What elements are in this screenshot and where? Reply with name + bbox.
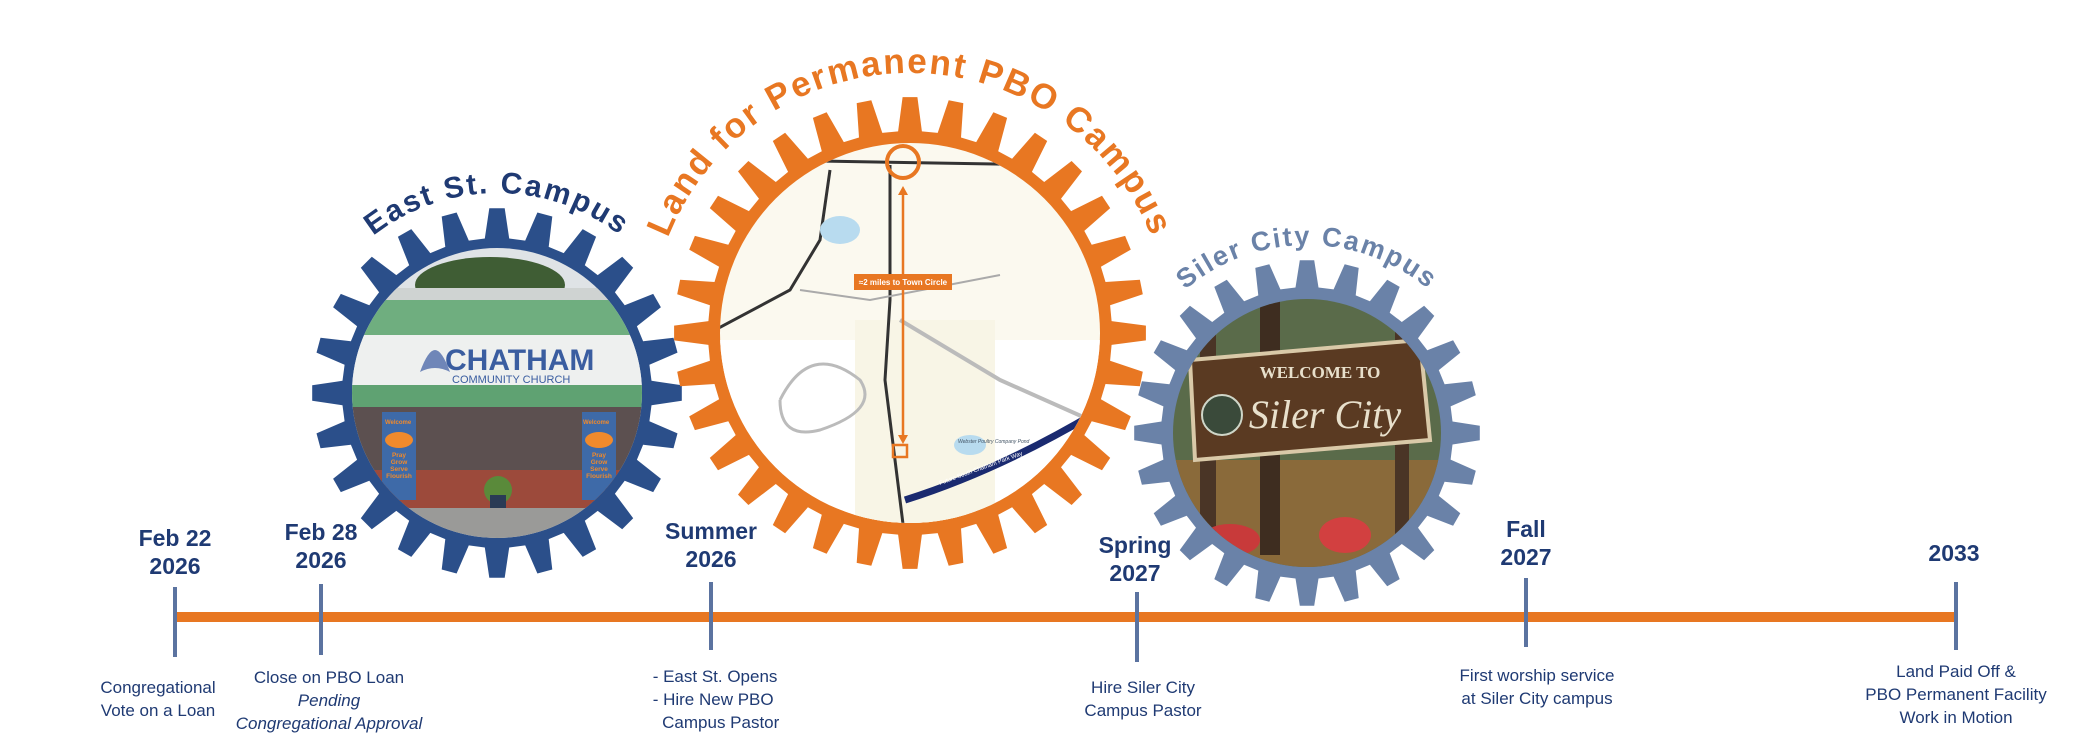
milestone-date-2033: 2033 <box>1928 539 1979 567</box>
desc-line: Congregational <box>100 678 216 697</box>
date-line: Feb 22 <box>138 525 212 551</box>
desc-line: Vote on a Loan <box>100 701 216 720</box>
banner-words-left: Pray Grow Serve Flourish <box>386 452 412 480</box>
date-line: 2027 <box>1109 560 1161 586</box>
pond-label: Webster Poultry Company Pond <box>958 439 1030 445</box>
desc-line: Campus Pastor <box>652 713 780 732</box>
siler-city-photo: WELCOME TO Siler City <box>1173 299 1441 567</box>
note-line: Pending <box>297 691 361 710</box>
date-line: 2033 <box>1928 540 1980 566</box>
timeline-ticks <box>173 578 1958 662</box>
land-campus-gear: Webster Poultry Company Pond Future Sout… <box>639 42 1179 569</box>
desc-line: PBO Permanent Facility <box>1865 685 2047 704</box>
land-map: Webster Poultry Company Pond Future Sout… <box>720 143 1100 523</box>
milestone-desc-fall2027: First worship service at Siler City campu… <box>1460 664 1615 710</box>
date-line: Summer <box>664 518 758 544</box>
desc-line: - Hire New PBO <box>652 690 774 709</box>
milestone-desc-summer2026: - East St. Opens - Hire New PBO Campus Pa… <box>653 665 780 734</box>
date-line: 2026 <box>295 547 347 573</box>
desc-line: Hire Siler City <box>1091 678 1195 697</box>
date-line: 2027 <box>1500 544 1552 570</box>
banner-words-right: Pray Grow Serve Flourish <box>586 452 612 480</box>
desc-line: Land Paid Off & <box>1896 662 2016 681</box>
welcome-sign-top: WELCOME TO <box>1260 363 1381 382</box>
desc-line: Close on PBO Loan <box>253 668 405 687</box>
church-sign-subtext: COMMUNITY CHURCH <box>452 374 570 386</box>
banner-words-text: Pray Grow Serve Flourish <box>386 452 412 480</box>
desc-line: - East St. Opens <box>652 667 778 686</box>
east-campus-gear: Welcome Welcome Pray Grow Serve Flourish… <box>312 167 682 578</box>
banner-text: Welcome <box>583 420 610 426</box>
welcome-sign-main: Siler City <box>1249 392 1401 437</box>
date-line: Fall <box>1506 516 1546 542</box>
siler-city-gear: WELCOME TO Siler City Siler City Campus <box>1134 221 1480 606</box>
desc-line: Work in Motion <box>1899 708 2013 727</box>
distance-label: ≈2 miles to Town Circle <box>859 278 948 287</box>
east-campus-photo: Welcome Welcome Pray Grow Serve Flourish… <box>352 248 642 538</box>
date-line: Spring <box>1098 532 1172 558</box>
note-line: Congregational Approval <box>235 714 423 733</box>
timeline-bar <box>174 612 1957 622</box>
date-line: 2026 <box>149 553 201 579</box>
date-line: Feb 28 <box>284 519 358 545</box>
desc-line: at Siler City campus <box>1461 689 1613 708</box>
banner-text: Welcome <box>385 420 412 426</box>
church-sign-text: CHATHAM <box>445 344 594 377</box>
desc-line: Campus Pastor <box>1084 701 1202 720</box>
date-line: 2026 <box>685 546 737 572</box>
desc-line: First worship service <box>1459 666 1615 685</box>
banner-words-text: Pray Grow Serve Flourish <box>586 452 612 480</box>
